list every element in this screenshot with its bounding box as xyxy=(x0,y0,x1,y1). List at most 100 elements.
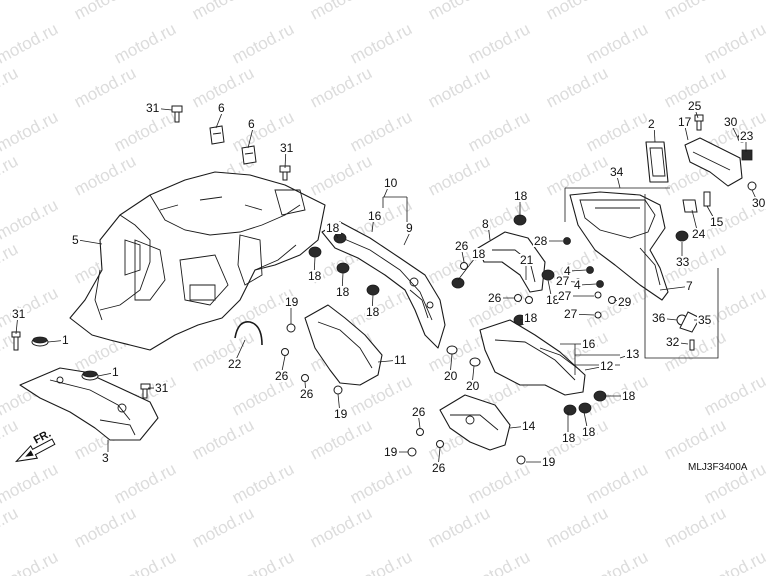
rivet-group xyxy=(308,214,607,416)
screw-part-19 xyxy=(516,455,526,465)
callout-label-part-6: 6 xyxy=(248,117,255,131)
callout-label-background xyxy=(581,426,597,438)
callout-label-background xyxy=(651,312,667,324)
callout-label-background xyxy=(487,292,503,304)
callout-label-background xyxy=(665,336,681,348)
callout-label-part-9: 9 xyxy=(406,221,413,235)
callout-label-background xyxy=(677,116,693,128)
callout-label-part-14: 14 xyxy=(522,419,536,433)
bolt-part-31-mid xyxy=(279,165,291,181)
nut-part-4 xyxy=(596,280,604,288)
watermark-text: motod.ru xyxy=(0,547,61,576)
callout-label-background xyxy=(523,312,539,324)
callout-label-part-20: 20 xyxy=(444,369,458,383)
watermark-text: motod.ru xyxy=(0,0,21,24)
callout-label-background xyxy=(675,256,691,268)
watermark-text: motod.ru xyxy=(307,63,375,111)
callout-label-background xyxy=(561,432,577,444)
callout-label-background xyxy=(465,380,481,392)
callout-label-background xyxy=(71,234,80,246)
callout-label-part-34: 34 xyxy=(610,165,624,179)
callout-label-part-4: 4 xyxy=(564,264,571,278)
callout-label-background xyxy=(61,334,70,346)
screw-part-26 xyxy=(281,348,289,356)
watermark-text: motod.ru xyxy=(111,459,179,507)
watermark-text: motod.ru xyxy=(583,371,651,419)
callout-label-part-30: 30 xyxy=(752,196,766,210)
watermark-text: motod.ru xyxy=(307,503,375,551)
callout-label-part-4: 4 xyxy=(574,278,581,292)
callout-label-part-18: 18 xyxy=(546,293,560,307)
callout-label-part-22: 22 xyxy=(228,357,242,371)
callout-label-background xyxy=(581,338,597,350)
callout-label-part-18: 18 xyxy=(622,389,636,403)
callout-label-background xyxy=(647,118,656,130)
callout-label-background xyxy=(227,358,243,370)
watermark-text: motod.ru xyxy=(0,19,61,67)
lower-bracket-part-14 xyxy=(439,394,511,451)
clip-part-20 xyxy=(446,345,458,355)
callout-label-part-33: 33 xyxy=(676,255,690,269)
callout-label-background xyxy=(599,360,615,372)
callout-label-part-18: 18 xyxy=(336,285,350,299)
watermark-text: motod.ru xyxy=(701,19,768,67)
callout-label-background xyxy=(299,388,315,400)
callout-label-part-18: 18 xyxy=(366,305,380,319)
callout-label-background xyxy=(274,370,290,382)
callout-label-background xyxy=(481,218,490,230)
watermark-text: motod.ru xyxy=(111,547,179,576)
callout-label-part-26: 26 xyxy=(412,405,426,419)
nut-part-27 xyxy=(594,311,602,319)
watermark-text: motod.ru xyxy=(0,107,61,155)
callout-label-part-27: 27 xyxy=(556,274,570,288)
rivet-part-18 xyxy=(308,246,322,258)
watermark-text: motod.ru xyxy=(347,547,415,576)
clip-part-21 xyxy=(525,296,533,304)
callout-label-part-20: 20 xyxy=(466,379,480,393)
watermark-text: motod.ru xyxy=(71,503,139,551)
watermark-text: motod.ru xyxy=(583,107,651,155)
callout-label-part-26: 26 xyxy=(432,461,446,475)
callout-label-background xyxy=(383,446,399,458)
watermark-text: motod.ru xyxy=(347,107,415,155)
callout-label-part-36: 36 xyxy=(652,311,666,325)
callout-label-part-17: 17 xyxy=(678,115,692,129)
callout-leader-line xyxy=(579,283,597,286)
callout-label-background xyxy=(443,370,459,382)
callout-label-background xyxy=(573,279,582,291)
watermark-text: motod.ru xyxy=(71,151,139,199)
watermark-text: motod.ru xyxy=(701,547,768,576)
watermark-text: motod.ru xyxy=(189,415,257,463)
watermark-text: motod.ru xyxy=(189,503,257,551)
callout-label-background xyxy=(691,228,707,240)
watermark-text: motod.ru xyxy=(0,151,21,199)
nut-part-4 xyxy=(586,266,594,274)
callout-label-part-19: 19 xyxy=(384,445,398,459)
callout-label-background xyxy=(431,462,447,474)
callout-label-part-26: 26 xyxy=(300,387,314,401)
watermark-text: motod.ru xyxy=(425,0,493,24)
watermark-text: motod.ru xyxy=(229,19,297,67)
bolt-part-25 xyxy=(694,114,704,131)
callout-label-part-18: 18 xyxy=(472,247,486,261)
watermark-text: motod.ru xyxy=(347,19,415,67)
clip-part-6-b xyxy=(241,145,257,165)
callout-label-background xyxy=(563,308,579,320)
watermark-text: motod.ru xyxy=(0,283,61,331)
callout-label-background xyxy=(519,254,535,266)
callout-label-background xyxy=(471,248,487,260)
callout-label-background xyxy=(709,216,725,228)
watermark-text: motod.ru xyxy=(543,63,611,111)
bolt-part-30-bottom xyxy=(747,181,757,191)
callout-label-part-25: 25 xyxy=(688,99,702,113)
bracket-part-8 xyxy=(477,231,546,293)
screw-part-26 xyxy=(416,428,424,436)
license-bracket-part-17 xyxy=(684,137,743,187)
screw-part-26 xyxy=(514,294,522,302)
callout-label-part-18: 18 xyxy=(514,189,528,203)
nut-part-27 xyxy=(594,291,602,299)
callout-label-part-35: 35 xyxy=(698,313,712,327)
callout-label-background xyxy=(154,382,170,394)
callout-label-part-32: 32 xyxy=(666,335,680,349)
callout-label-background xyxy=(284,296,300,308)
